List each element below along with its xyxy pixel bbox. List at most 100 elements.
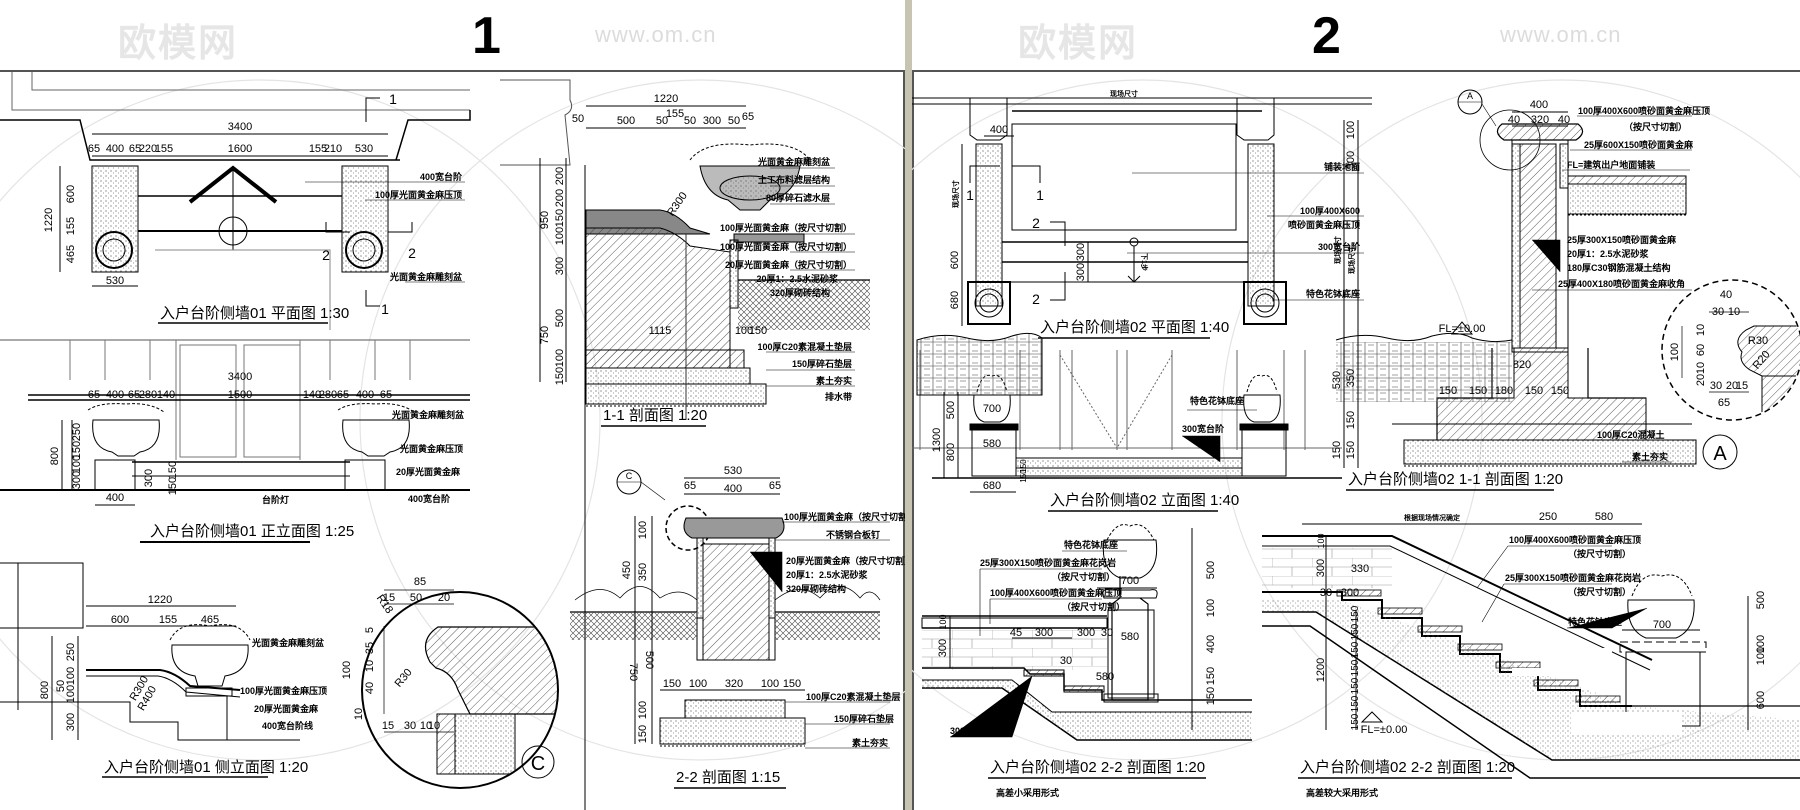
note: 100厚C20混凝土 <box>1597 429 1665 440</box>
dim: 150 <box>1525 385 1543 397</box>
note: 100厚400X600喷砂面黄金麻压顶 <box>1509 534 1641 545</box>
dim: 150 <box>1350 713 1361 730</box>
front02-title: 入户台阶侧墙02 立面图 1:40 <box>1050 492 1239 509</box>
dim: 500 <box>1755 591 1767 609</box>
dim: 现场尺寸 <box>951 180 960 208</box>
dim: 150 <box>637 725 649 743</box>
radius-label: R30 <box>1748 335 1768 347</box>
dim: 300 <box>937 639 949 657</box>
dim: 155 <box>159 614 177 626</box>
note: 100厚光面黄金麻压顶 <box>240 685 327 696</box>
note: 铺装地面 <box>1324 161 1360 172</box>
note: 400宽台阶 <box>420 171 463 182</box>
dim: 300 <box>65 713 77 731</box>
note: 300宽台阶 <box>1182 423 1225 434</box>
dim: 300 <box>1341 587 1359 599</box>
note: 100厚光面黄金麻（按尺寸切割） <box>784 511 905 522</box>
sheet-1-drawings: 3400 65 400 65 220 155 1600 155 210 530 … <box>0 72 905 810</box>
dim: 10 <box>428 720 440 732</box>
note: 素土夯实 <box>852 737 888 748</box>
dim: 150 <box>1350 695 1361 712</box>
dim: 100 <box>71 455 83 473</box>
note: 100厚400X600喷砂面黄金麻压顶 <box>1578 105 1710 116</box>
dim: 100 <box>1669 343 1681 361</box>
detailC-marker-icon <box>521 745 555 779</box>
dim: 950 <box>539 211 551 229</box>
dim: 280 <box>319 389 337 401</box>
dim: 300 <box>1075 263 1087 281</box>
dim: 150 <box>1350 677 1361 694</box>
dim: 300 <box>1315 559 1327 577</box>
dim: 50 <box>684 115 696 127</box>
dim: 140 <box>157 389 175 401</box>
note: 光面黄金麻雕刻盆 <box>251 637 325 648</box>
section-mark: 1 <box>966 187 974 203</box>
note: 20厚1：2.5水泥砂浆 <box>756 273 839 284</box>
detailC-label: C <box>531 753 545 775</box>
dim: 465 <box>201 614 219 626</box>
dim: 155 <box>65 217 77 235</box>
section11-02-leaders <box>1532 115 1692 463</box>
plan02-title: 入户台阶侧墙02 平面图 1:40 <box>1040 319 1229 336</box>
section-mark: 1 <box>1036 187 1044 203</box>
dim: 750 <box>627 663 639 681</box>
note: 特色花钵底座 <box>1306 288 1360 299</box>
side01-notes: 光面黄金麻雕刻盆 100厚光面黄金麻压顶 20厚光面黄金麻 400宽台阶线 <box>240 637 327 731</box>
dim: 150 <box>1350 659 1361 676</box>
dim: 300 <box>1075 243 1087 261</box>
dim: 150 <box>1350 641 1361 658</box>
dim: 140 <box>303 389 321 401</box>
dim: 700 <box>1121 575 1139 587</box>
note: 100厚光面黄金麻压顶 <box>375 189 462 200</box>
dim: 20 <box>438 592 450 604</box>
dim: 580 <box>1595 511 1613 523</box>
dim: 65 <box>128 389 140 401</box>
dim: 150 <box>167 461 179 479</box>
note: 320厚砌砖结构 <box>786 583 846 594</box>
dim: 200 <box>554 189 566 207</box>
section-mark: 2 <box>1032 215 1040 231</box>
dim: 400 <box>106 143 124 155</box>
side01-drawing <box>0 541 310 741</box>
watermark-url: www.om.cn <box>1500 22 1622 47</box>
note: 100厚400X600 <box>1300 206 1360 216</box>
dim: 10 <box>364 660 376 672</box>
section22-labels: C 530 65 400 65 450 750 100 350 500 100 … <box>621 465 801 743</box>
dim: 750 <box>539 326 551 344</box>
plan02-leaders <box>1127 172 1364 301</box>
dim: 500 <box>945 401 957 419</box>
dim: 320 <box>725 678 743 690</box>
note: 400宽台阶 <box>408 493 451 504</box>
dim: 150 <box>1345 411 1357 429</box>
dim: 40 <box>364 682 376 694</box>
dim: 155 <box>666 108 684 120</box>
note: FL=建筑出户地面铺装 <box>1567 159 1656 170</box>
dim: 15 <box>383 592 395 604</box>
note: 20厚光面黄金麻 <box>396 466 461 477</box>
sheet-2: 欧模网 2 www.om.cn <box>912 0 1800 810</box>
side01-title: 入户台阶侧墙01 侧立面图 1:20 <box>104 759 308 776</box>
dim: 65 <box>769 480 781 492</box>
note: 光面黄金麻雕刻盆 <box>391 409 465 420</box>
note: 300宽台阶 <box>1318 241 1361 252</box>
dim: 280 <box>139 389 157 401</box>
sheet-1: 欧模网 1 www.om.cn <box>0 7 905 810</box>
note: 25厚300X150喷砂面黄金麻花岗岩 <box>980 557 1116 568</box>
section11-02-labels: A 400 40 320 40 现场尺寸 530 150 100 300 现场尺… <box>1331 91 1570 459</box>
dim: 580 <box>983 438 1001 450</box>
dim: 15 <box>382 720 394 732</box>
dim: 65 <box>1718 397 1730 409</box>
dim: 150 <box>1469 385 1487 397</box>
dim: 700 <box>1653 619 1671 631</box>
dim: 50 <box>656 115 668 127</box>
dim: 65 <box>337 389 349 401</box>
note: 素土夯实 <box>816 375 852 386</box>
dim: 350 <box>637 563 649 581</box>
dim: 1220 <box>148 594 172 606</box>
front01-title: 入户台阶侧墙01 正立面图 1:25 <box>150 523 354 540</box>
note: （按尺寸切割） <box>1062 601 1125 612</box>
dim: 330 <box>1351 563 1369 575</box>
dim: 400 <box>1205 635 1217 653</box>
dim: 85 <box>414 576 426 588</box>
note: 400宽台阶线 <box>262 720 313 731</box>
